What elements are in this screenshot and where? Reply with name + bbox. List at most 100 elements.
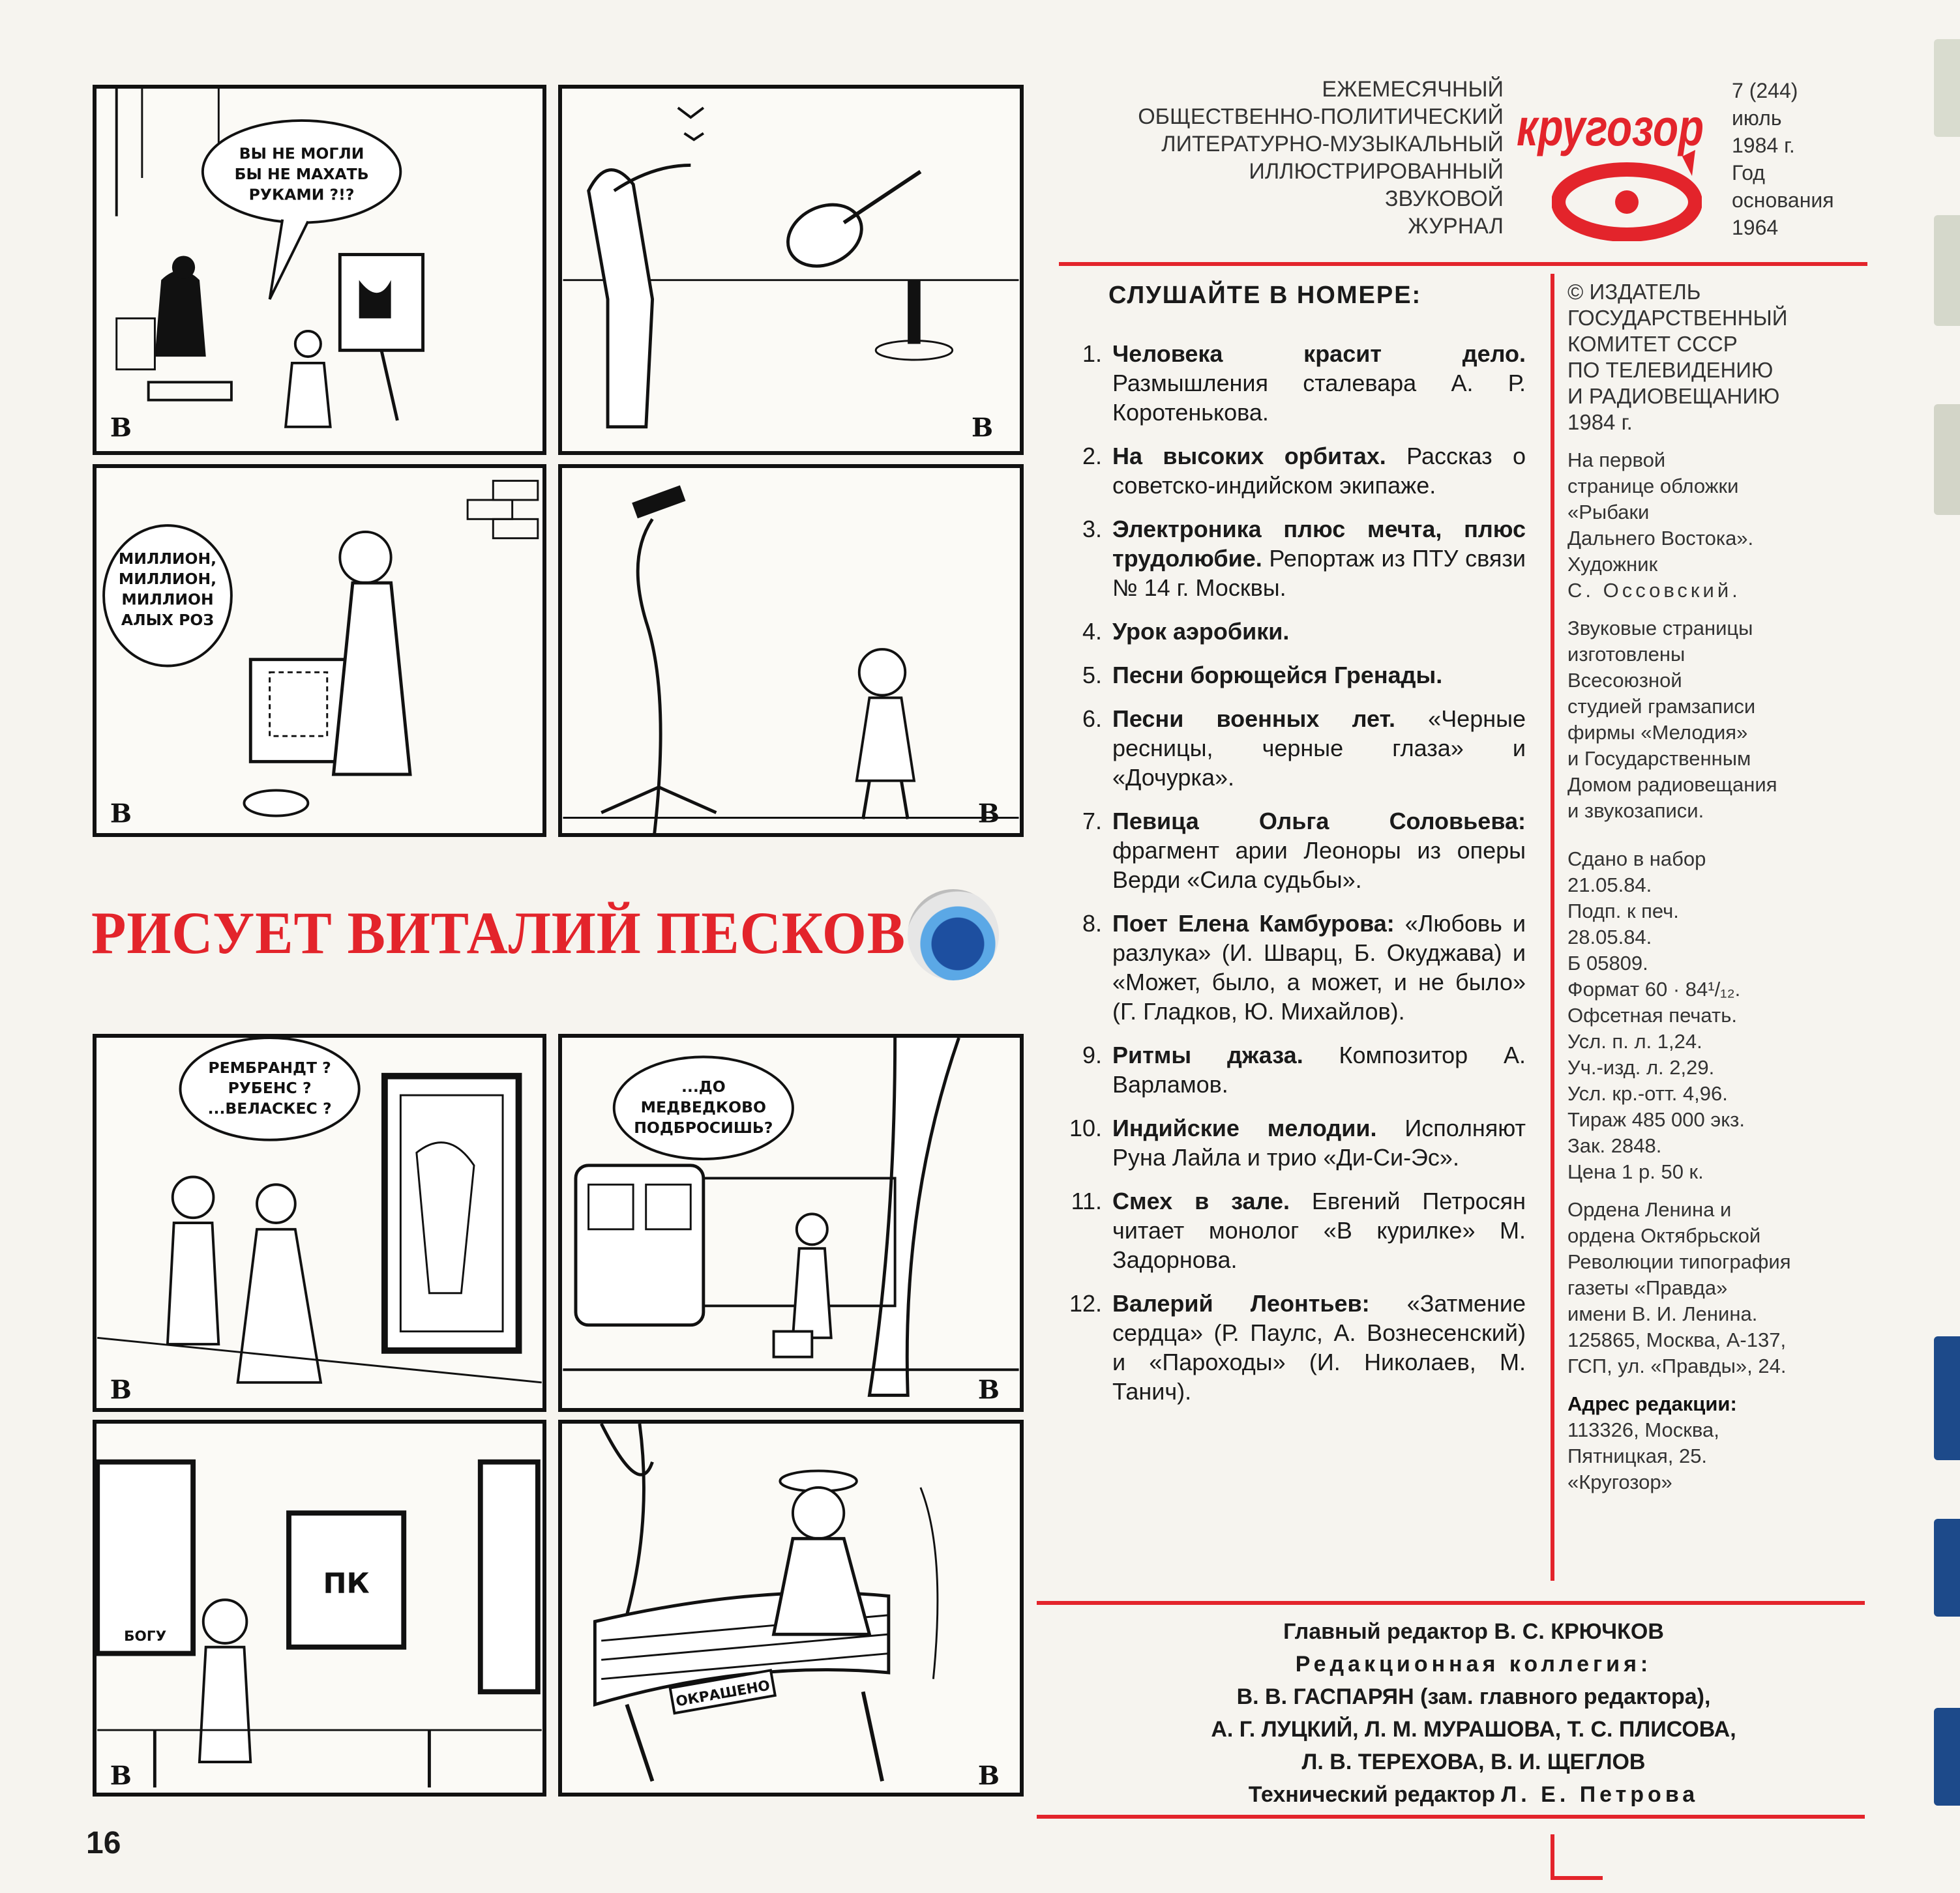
text-line: Офсетная печать. [1567, 1004, 1737, 1027]
item-title: Электроника плюс мечта, плюс трудолюбие. [1112, 516, 1526, 572]
page-edge-tab [1934, 39, 1960, 137]
picture-label: БОГУ [124, 1628, 166, 1645]
text-line: Формат 60 · 84¹/₁₂. [1567, 978, 1741, 1001]
item-title: Поет Елена Камбурова: [1112, 910, 1395, 937]
contents-list: 1.Человека красит дело. Размышления стал… [1063, 339, 1526, 1420]
tech-editor: Технический редактор Л. Е. Петрова [1043, 1778, 1904, 1811]
text-line: Ордена Ленина и [1567, 1198, 1732, 1221]
bubble-line: МИЛЛИОН [121, 591, 213, 609]
text-line: Б 05809. [1567, 952, 1648, 975]
publisher-column: © ИЗДАТЕЛЬ ГОСУДАРСТВЕННЫЙ КОМИТЕТ СССР … [1567, 279, 1880, 1507]
cartoon-title: РИСУЕТ ВИТАЛИЙ ПЕСКОВ [91, 900, 906, 966]
bubble-line: БЫ НЕ МАХАТЬ [235, 165, 369, 183]
tech-editor-name: Л. Е. Петрова [1501, 1782, 1699, 1807]
text-line: «Рыбаки [1567, 501, 1650, 523]
print-info: Сдано в набор 21.05.84. Подп. к печ. 28.… [1567, 846, 1880, 1185]
item-title: Ритмы джаза. [1112, 1042, 1303, 1068]
item-number: 11. [1071, 1188, 1102, 1214]
item-text: «Затмение сердца» (Р. Паулс, А. Вознесен… [1112, 1290, 1526, 1405]
text-line: странице обложки [1567, 475, 1739, 497]
text-line: Цена 1 р. 50 к. [1567, 1160, 1704, 1183]
item-title: Валерий Леонтьев: [1112, 1290, 1370, 1317]
issue-line: 7 (244) [1732, 79, 1798, 102]
bubble-line: МЕДВЕДКОВО [641, 1098, 766, 1117]
page-number: 16 [86, 1826, 121, 1860]
chief-editor: Главный редактор В. С. КРЮЧКОВ [1283, 1619, 1664, 1644]
item-number: 2. [1082, 443, 1102, 469]
board-heading: Редакционная коллегия: [1295, 1652, 1652, 1677]
artist-signature: В [110, 799, 132, 829]
artist-signature: В [978, 799, 1000, 829]
comic-panel-2: В [558, 85, 1024, 455]
item-number: 1. [1082, 340, 1102, 367]
text-line: 125865, Москва, А-137, [1567, 1328, 1787, 1351]
bubble-line: МИЛЛИОН, [119, 550, 216, 568]
bottom-tick [1551, 1834, 1554, 1880]
comic-panel-4: В [558, 464, 1024, 837]
item-text: Репортаж из ПТУ связи № 14 г. Москвы. [1112, 545, 1526, 601]
artist-signature: В [110, 413, 132, 443]
bubble-line: РЕМБРАНДТ ? [208, 1059, 331, 1077]
text-line: Тираж 485 000 экз. [1567, 1108, 1745, 1131]
list-item: 8.Поет Елена Камбурова: «Любовь и разлук… [1063, 909, 1526, 1026]
list-item: 12.Валерий Леонтьев: «Затмение сердца» (… [1063, 1289, 1526, 1406]
list-item: 5.Песни борющейся Гренады. [1063, 660, 1526, 690]
masthead-line: ЕЖЕМЕСЯЧНЫЙ [1322, 77, 1504, 102]
comic-panel-6: ...ДО МЕДВЕДКОВО ПОДБРОСИШЬ? В [558, 1034, 1024, 1412]
bubble-line: РУБЕНС ? [228, 1079, 312, 1097]
masthead-description: ЕЖЕМЕСЯЧНЫЙ ОБЩЕСТВЕННО-ПОЛИТИЧЕСКИЙ ЛИТ… [1138, 76, 1504, 240]
text-line: Зак. 2848. [1567, 1134, 1662, 1157]
item-text: Рассказ о советско-индийском экипаже. [1112, 443, 1526, 499]
sound-pages-credit: Звуковые страницы изготовлены Всесоюзной… [1567, 615, 1880, 824]
text-line: газеты «Правда» [1567, 1276, 1728, 1299]
list-item: 3.Электроника плюс мечта, плюс трудолюби… [1063, 514, 1526, 602]
list-item: 1.Человека красит дело. Размышления стал… [1063, 339, 1526, 427]
masthead-line: ОБЩЕСТВЕННО-ПОЛИТИЧЕСКИЙ [1138, 104, 1504, 129]
issue-line: 1964 [1732, 216, 1779, 239]
masthead-line: ИЛЛЮСТРИРОВАННЫЙ [1249, 159, 1504, 184]
issue-line: Год [1732, 161, 1765, 184]
page-edge-tab [1934, 215, 1960, 326]
editorial-board: Главный редактор В. С. КРЮЧКОВ Редакцион… [1043, 1615, 1904, 1811]
item-number: 9. [1082, 1042, 1102, 1068]
item-text: Размышления сталевара А. Р. Коротенькова… [1112, 370, 1526, 426]
item-text: Композитор А. Варламов. [1112, 1042, 1526, 1098]
masthead-line: ЛИТЕРАТУРНО-МУЗЫКАЛЬНЫЙ [1161, 132, 1504, 156]
item-number: 7. [1082, 808, 1102, 834]
text-line: На первой [1567, 448, 1666, 471]
artist-signature: В [972, 413, 993, 443]
text-line: изготовлены [1567, 643, 1685, 666]
item-title: Индийские мелодии. [1112, 1115, 1377, 1141]
sound-disc-icon [908, 889, 999, 980]
text-line: Дальнего Востока». [1567, 527, 1754, 550]
bubble-line: МИЛЛИОН, [119, 570, 216, 588]
item-number: 4. [1082, 618, 1102, 645]
item-title: На высоких орбитах. [1112, 443, 1386, 469]
bottom-tick-foot [1551, 1876, 1603, 1880]
artist-signature: В [978, 1375, 1000, 1405]
column-divider [1551, 274, 1554, 1581]
list-item: 11.Смех в зале. Евгений Петросян читает … [1063, 1186, 1526, 1274]
page-edge-tab [1934, 1708, 1960, 1806]
bubble-line: ...ДО [681, 1078, 726, 1096]
text-line: 1984 г. [1567, 410, 1633, 434]
bubble-line: РУКАМИ ?!? [249, 185, 355, 203]
bubble-line: АЛЫХ РОЗ [121, 611, 214, 629]
issue-line: 1984 г. [1732, 134, 1795, 157]
cover-credit: На первой странице обложки «Рыбаки Дальн… [1567, 447, 1880, 604]
text-line: и Государственным [1567, 747, 1751, 770]
masthead-rule [1059, 262, 1867, 266]
text-line: и звукозаписи. [1567, 799, 1704, 822]
text-line: Усл. п. л. 1,24. [1567, 1030, 1702, 1053]
text-line: фирмы «Мелодия» [1567, 721, 1748, 744]
text-line: имени В. И. Ленина. [1567, 1302, 1758, 1325]
item-title: Певица Ольга Соловьева: [1112, 808, 1526, 834]
copyright-block: © ИЗДАТЕЛЬ ГОСУДАРСТВЕННЫЙ КОМИТЕТ СССР … [1567, 279, 1880, 435]
issue-line: июль [1732, 106, 1782, 130]
text-line: И РАДИОВЕЩАНИЮ [1567, 384, 1780, 408]
magazine-logo: кругозор [1517, 98, 1704, 156]
text-line: Революции типография [1567, 1250, 1791, 1273]
list-item: 2. На высоких орбитах. Рассказ о советско… [1063, 441, 1526, 500]
printer-info: Ордена Ленина и ордена Октябрьской Револ… [1567, 1197, 1880, 1379]
comic-panel-1: ВЫ НЕ МОГЛИ БЫ НЕ МАХАТЬ РУКАМИ ?!? В [93, 85, 546, 455]
